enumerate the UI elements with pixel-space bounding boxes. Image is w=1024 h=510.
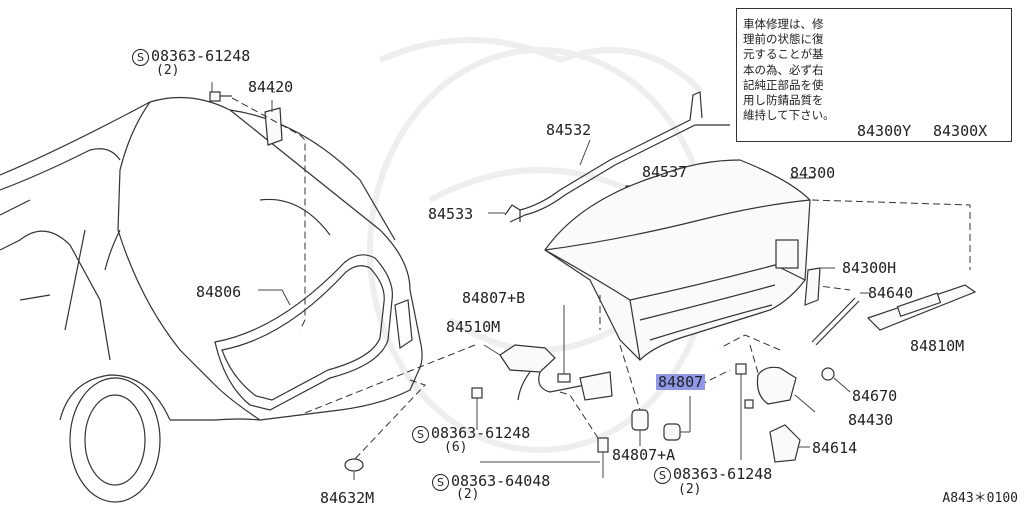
watermark-logo [367,37,713,453]
s-mark-icon: S [412,426,429,443]
car-body [0,96,423,503]
label-84807B: 84807+B [462,289,526,307]
bumper-84807A [631,409,649,446]
part-84670 [821,367,851,393]
repair-note-text: 車体修理は、修 理前の状態に復 元することが基 本の為、必ず右 記純正部品を使 … [743,17,835,123]
bolt-mid [471,387,483,430]
label-84807A: 84807+A [612,446,676,464]
bracket-84300H [804,267,835,306]
label-bolt-right-qty: (2) [678,482,702,497]
diagram-code: A843＊0100 [942,491,1018,506]
label-84806: 84806 [196,283,242,301]
label-84420: 84420 [248,78,294,96]
label-84670: 84670 [852,387,898,405]
label-84614: 84614 [812,439,858,457]
hinge-84510M [483,344,613,401]
label-bolt-top-qty: (2) [156,63,180,78]
bumper-84807B [557,305,571,383]
latch-84430 [756,366,816,413]
bolt-top [209,82,232,102]
label-84533: 84533 [428,205,474,223]
label-84807: 84807 [656,373,706,391]
bumper-84807 [663,396,691,441]
high-mount-light-84810M [866,284,977,331]
label-84300: 84300 [790,164,836,182]
s-mark-icon: S [654,467,671,484]
label-84300X: 84300X [933,122,988,140]
label-84430: 84430 [848,411,894,429]
repair-note-box: 車体修理は、修 理前の状態に復 元することが基 本の為、必ず右 記純正部品を使 … [736,8,1012,142]
label-bolt-mid-qty: (6) [444,440,468,455]
label-84632M: 84632M [320,489,375,507]
label-84510M: 84510M [446,318,501,336]
connector [735,363,754,460]
s-mark-icon: S [432,474,449,491]
label-84300H: 84300H [842,259,897,277]
s-mark-icon: S [132,49,149,66]
striker-84614 [769,424,810,463]
rod-84533 [488,204,526,223]
bolt-low [597,437,609,478]
label-84810M: 84810M [910,337,965,355]
bracket-84420 [264,91,283,146]
rod-84532 [519,91,730,216]
label-84532: 84532 [546,121,592,139]
label-84537: 84537 [642,163,688,181]
rod-84640 [811,292,870,346]
grommet-84632M [344,458,364,480]
label-84300Y: 84300Y [857,122,912,140]
label-bolt-low-qty: (2) [456,487,480,502]
label-84640: 84640 [868,284,914,302]
trunk-lid-84300 [544,159,815,361]
